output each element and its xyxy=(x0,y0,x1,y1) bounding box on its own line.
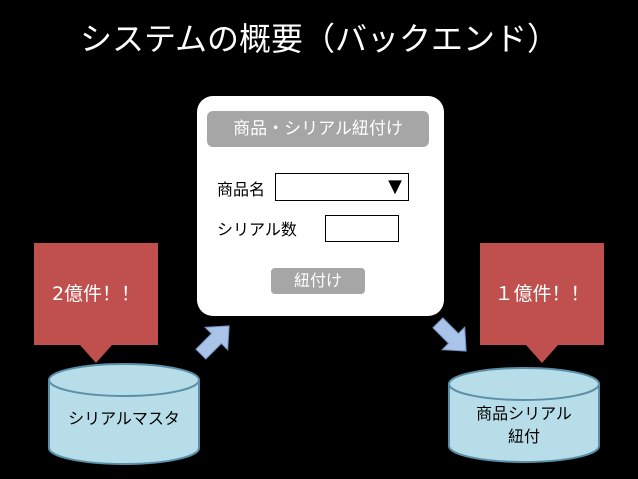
callout-right: １億件！！ xyxy=(480,243,604,363)
callout-right-text: １億件！！ xyxy=(494,283,590,305)
product-serial-database xyxy=(448,367,600,463)
serial-count-input[interactable] xyxy=(325,215,399,242)
serial-master-database xyxy=(48,363,200,465)
up-right-arrow-icon xyxy=(195,325,230,360)
slide-title: システムの概要（バックエンド） xyxy=(80,20,560,58)
product-name-label: 商品名 xyxy=(217,180,266,199)
serial-master-label: シリアルマスタ xyxy=(68,409,180,428)
product-serial-label-line2: 紐付 xyxy=(507,427,540,446)
link-button[interactable]: 紐付け xyxy=(271,268,365,294)
product-serial-label-line1: 商品シリアル xyxy=(476,404,572,423)
product-select[interactable]: ▼ xyxy=(275,173,409,201)
serial-count-label: シリアル数 xyxy=(217,220,297,239)
dropdown-caret-icon: ▼ xyxy=(388,176,402,197)
form-panel: 商品・シリアル紐付け 商品名 ▼ シリアル数 紐付け xyxy=(197,96,444,316)
form-header: 商品・シリアル紐付け xyxy=(207,111,429,147)
down-right-arrow-icon xyxy=(432,317,467,352)
callout-left-text: 2億件！！ xyxy=(51,283,141,305)
callout-left-pointer xyxy=(80,345,112,363)
callout-left: 2億件！！ xyxy=(34,243,158,363)
callout-right-pointer xyxy=(526,345,558,363)
